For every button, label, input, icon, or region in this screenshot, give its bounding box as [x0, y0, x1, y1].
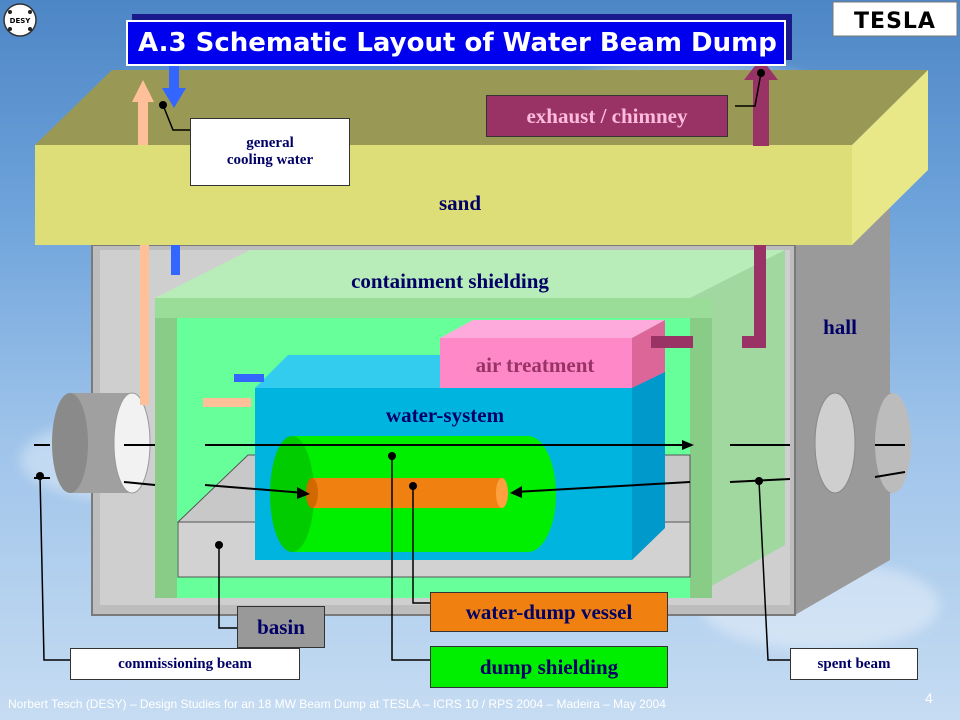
tesla-logo-text: TESLA — [854, 9, 936, 34]
cooling-pipe-outer — [140, 245, 149, 405]
sand-label: sand — [438, 190, 482, 215]
desy-logo-text: DESY — [10, 17, 32, 25]
desy-logo-dot — [8, 27, 12, 31]
basin-label: basin — [237, 606, 325, 648]
footer-credit: Norbert Tesch (DESY) – Design Studies fo… — [8, 697, 666, 711]
sand-right — [852, 70, 928, 245]
spent-beam-cylinder-face — [814, 392, 856, 494]
leader-vessel — [412, 486, 430, 604]
page-number: 4 — [925, 690, 933, 706]
water-system-label: water-system — [385, 402, 505, 427]
spent-beam-label: spent beam — [790, 648, 918, 680]
slide-title: A.3 Schematic Layout of Water Beam Dump — [126, 20, 786, 66]
cooling-pipe-blue-stub — [234, 374, 264, 382]
leader-spent-beam — [758, 480, 790, 661]
beam-arrow — [682, 440, 694, 450]
leader-commissioning — [39, 475, 70, 661]
sand-front — [35, 145, 852, 245]
leader-cooling — [162, 104, 190, 131]
exhaust-pipe-horizontal — [651, 336, 693, 348]
containment-frame-right — [690, 298, 712, 598]
sand-top — [35, 70, 928, 145]
exhaust-label: exhaust / chimney — [486, 95, 728, 137]
beam-line — [204, 484, 306, 494]
beam-arrow — [510, 486, 522, 498]
dump-shielding-left — [270, 436, 314, 552]
containment-frame-left — [155, 298, 177, 598]
cooling-pipe-stub — [203, 398, 251, 407]
beam-line — [874, 471, 906, 478]
vessel-left-end — [306, 478, 318, 508]
containment-top — [155, 250, 785, 298]
spent-beam-cylinder-end — [875, 393, 911, 493]
desy-logo-dot — [28, 27, 32, 31]
exhaust-chimney — [753, 78, 769, 146]
cooling-out-arrow — [162, 88, 186, 108]
dump-shielding-right — [500, 436, 556, 552]
beam-line — [123, 481, 156, 486]
containment-label: containment shielding — [351, 268, 549, 293]
exhaust-pipe-stub — [742, 336, 766, 348]
tesla-logo-box — [832, 1, 958, 37]
cooling-label: general cooling water — [190, 118, 350, 186]
leader-exhaust — [735, 72, 762, 107]
cooling-out-pipe — [169, 60, 179, 90]
containment-frame-top — [155, 298, 712, 318]
cooling-label-line1: general — [246, 135, 294, 151]
commissioning-cylinder-back — [52, 393, 88, 493]
vessel-body — [312, 478, 502, 508]
commissioning-cylinder-face — [113, 392, 151, 494]
dump-shielding-label: dump shielding — [430, 646, 668, 688]
leader-basin — [218, 545, 237, 629]
exhaust-pipe-vertical — [754, 245, 766, 345]
desy-logo-dot — [8, 10, 12, 14]
commissioning-beam-label: commissioning beam — [70, 648, 300, 680]
cooling-label-line2: cooling water — [226, 152, 314, 168]
air-treatment-label: air treatment — [475, 352, 595, 377]
air-treatment-top — [440, 320, 665, 338]
beam-line — [514, 481, 691, 493]
air-treatment-front — [440, 338, 632, 388]
beam-arrow — [297, 487, 310, 499]
desy-logo-dot — [28, 10, 32, 14]
water-system-right — [632, 355, 665, 560]
cooling-pipe-blue — [171, 245, 180, 275]
vessel-right-end — [496, 478, 508, 508]
leader-dump-shielding — [391, 456, 430, 661]
water-dump-vessel-label: water-dump vessel — [430, 592, 668, 632]
cooling-in-arrow — [132, 80, 154, 102]
cooling-in-pipe — [138, 100, 148, 145]
hall-label: hall — [823, 314, 857, 339]
